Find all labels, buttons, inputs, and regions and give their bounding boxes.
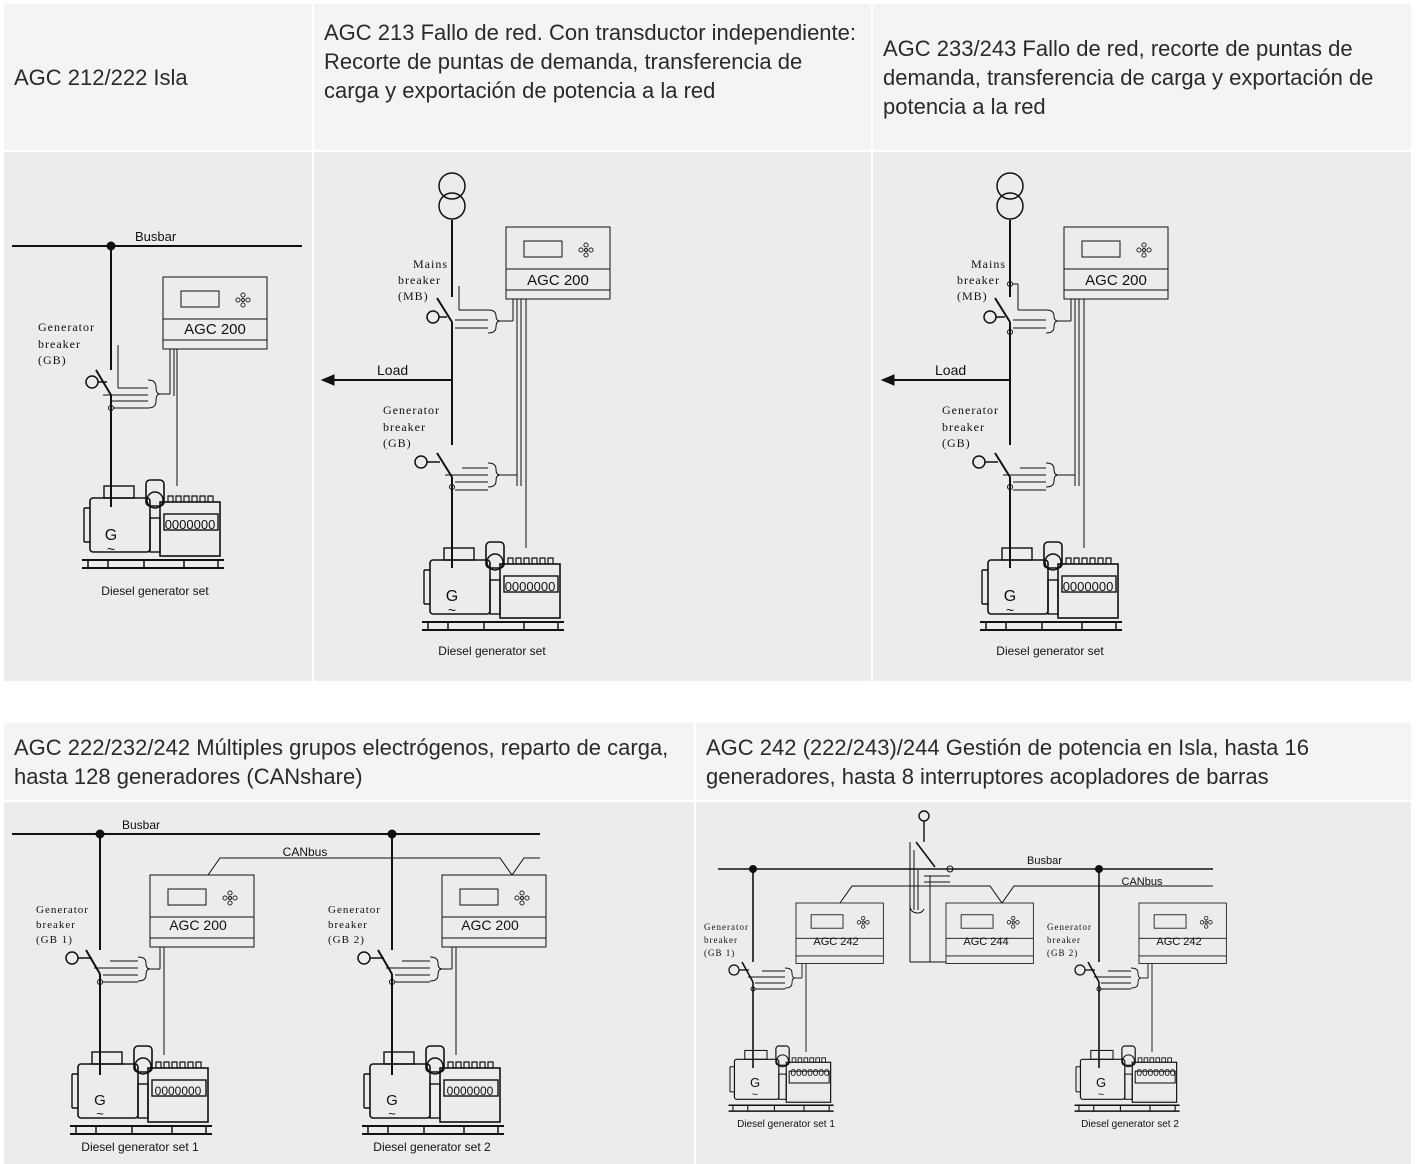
engine-digits: 0000000 xyxy=(165,517,216,532)
mains-label: Mains xyxy=(971,257,1006,271)
header-agc-212-222: AGC 212/222 Isla xyxy=(4,4,312,150)
generator-g-symbol: G xyxy=(446,588,458,605)
generator-g-symbol: G xyxy=(1004,588,1016,605)
diesel-label: Diesel generator set xyxy=(101,584,209,598)
breaker-label: breaker xyxy=(36,919,76,931)
load-label: Load xyxy=(377,362,408,378)
breaker-label: breaker xyxy=(383,420,426,434)
header-text: AGC 213 Fallo de red. Con transductor in… xyxy=(324,20,856,103)
engine-digits: 0000000 xyxy=(155,1084,202,1098)
generator-tilde-symbol: ~ xyxy=(448,602,456,618)
generator-g-symbol: G xyxy=(1096,1075,1106,1090)
header-text: AGC 222/232/242 Múltiples grupos electró… xyxy=(14,734,669,789)
generator-tilde-symbol: ~ xyxy=(752,1089,758,1101)
gb2-label: (GB 2) xyxy=(1047,948,1078,958)
diagram-load-sharing xyxy=(12,829,540,1075)
diesel-label: Diesel generator set xyxy=(438,644,546,658)
controller-label: AGC 200 xyxy=(184,321,246,338)
busbar-label: Busbar xyxy=(1027,855,1062,867)
controller-label: AGC 242 xyxy=(813,936,858,948)
generator-g-symbol: G xyxy=(386,1092,398,1109)
diesel-label: Diesel generator set xyxy=(996,644,1104,658)
mb-label: (MB) xyxy=(957,289,988,303)
gb2-label: (GB 2) xyxy=(328,934,365,946)
controller-label: AGC 242 xyxy=(1156,936,1201,948)
header-text: AGC 233/243 Fallo de red, recorte de pun… xyxy=(883,35,1374,119)
gb-label: (GB) xyxy=(942,436,971,450)
header-agc-233-243: AGC 233/243 Fallo de red, recorte de pun… xyxy=(873,4,1411,150)
generator-label: Generator xyxy=(36,904,89,916)
header-text: AGC 242 (222/243)/244 Gestión de potenci… xyxy=(706,734,1309,789)
breaker-label: breaker xyxy=(704,935,738,945)
controller-label: AGC 200 xyxy=(461,917,519,933)
canbus-label: CANbus xyxy=(1122,876,1163,888)
header-agc-213: AGC 213 Fallo de red. Con transductor in… xyxy=(314,4,871,150)
breaker-label: breaker xyxy=(942,420,985,434)
gb1-label: (GB 1) xyxy=(36,934,73,946)
canbus-label: CANbus xyxy=(283,845,328,859)
generator-tilde-symbol: ~ xyxy=(1098,1089,1104,1101)
generator-tilde-symbol: ~ xyxy=(96,1106,104,1121)
engine-digits: 0000000 xyxy=(505,579,556,594)
generator-tilde-symbol: ~ xyxy=(107,541,115,557)
generator-g-symbol: G xyxy=(94,1092,106,1109)
gb1-label: (GB 1) xyxy=(704,948,735,958)
diesel-label-2: Diesel generator set 2 xyxy=(373,1140,491,1154)
generator-label: Generator xyxy=(328,904,381,916)
diesel-label-2: Diesel generator set 2 xyxy=(1081,1119,1179,1130)
panel-agc-222-232-242 xyxy=(4,802,694,1164)
load-label: Load xyxy=(935,362,966,378)
diagram-island xyxy=(12,241,302,507)
generator-g-symbol: G xyxy=(105,527,117,544)
mb-label: (MB) xyxy=(398,289,429,303)
diagram-power-management xyxy=(718,810,1213,1068)
diesel-label-1: Diesel generator set 1 xyxy=(81,1140,199,1154)
header-text: AGC 212/222 Isla xyxy=(14,64,188,90)
header-agc-222-232-242: AGC 222/232/242 Múltiples grupos electró… xyxy=(4,723,694,800)
engine-digits: 0000000 xyxy=(1137,1068,1176,1079)
controller-label: AGC 200 xyxy=(169,917,227,933)
header-agc-242-244: AGC 242 (222/243)/244 Gestión de potenci… xyxy=(696,723,1411,800)
breaker-label: breaker xyxy=(957,273,1000,287)
controller-label: AGC 200 xyxy=(527,272,589,289)
breaker-label: breaker xyxy=(1047,935,1081,945)
busbar-label: Busbar xyxy=(122,818,160,832)
generator-label: Generator xyxy=(38,320,95,334)
generator-tilde-symbol: ~ xyxy=(388,1106,396,1121)
diesel-label-1: Diesel generator set 1 xyxy=(737,1119,835,1130)
generator-label: Generator xyxy=(383,403,440,417)
controller-label: AGC 200 xyxy=(1085,272,1147,289)
generator-label: Generator xyxy=(1047,922,1092,932)
generator-label: Generator xyxy=(942,403,999,417)
diagram-mains-peak xyxy=(880,172,1085,568)
generator-tilde-symbol: ~ xyxy=(1006,602,1014,618)
engine-digits: 0000000 xyxy=(447,1084,494,1098)
panel-agc-212-222 xyxy=(4,152,312,681)
controller-label: AGC 244 xyxy=(963,936,1008,948)
generator-g-symbol: G xyxy=(750,1075,760,1090)
mains-label: Mains xyxy=(413,257,448,271)
busbar-label: Busbar xyxy=(135,229,177,244)
engine-digits: 0000000 xyxy=(1063,579,1114,594)
gb-label: (GB) xyxy=(38,353,67,367)
breaker-label: breaker xyxy=(328,919,368,931)
diagram-mains-failure xyxy=(320,172,527,568)
engine-digits: 0000000 xyxy=(791,1068,830,1079)
generator-label: Generator xyxy=(704,922,749,932)
breaker-label: breaker xyxy=(38,337,81,351)
gb-label: (GB) xyxy=(383,436,412,450)
breaker-label: breaker xyxy=(398,273,441,287)
panel-agc-242-244 xyxy=(696,802,1411,1164)
